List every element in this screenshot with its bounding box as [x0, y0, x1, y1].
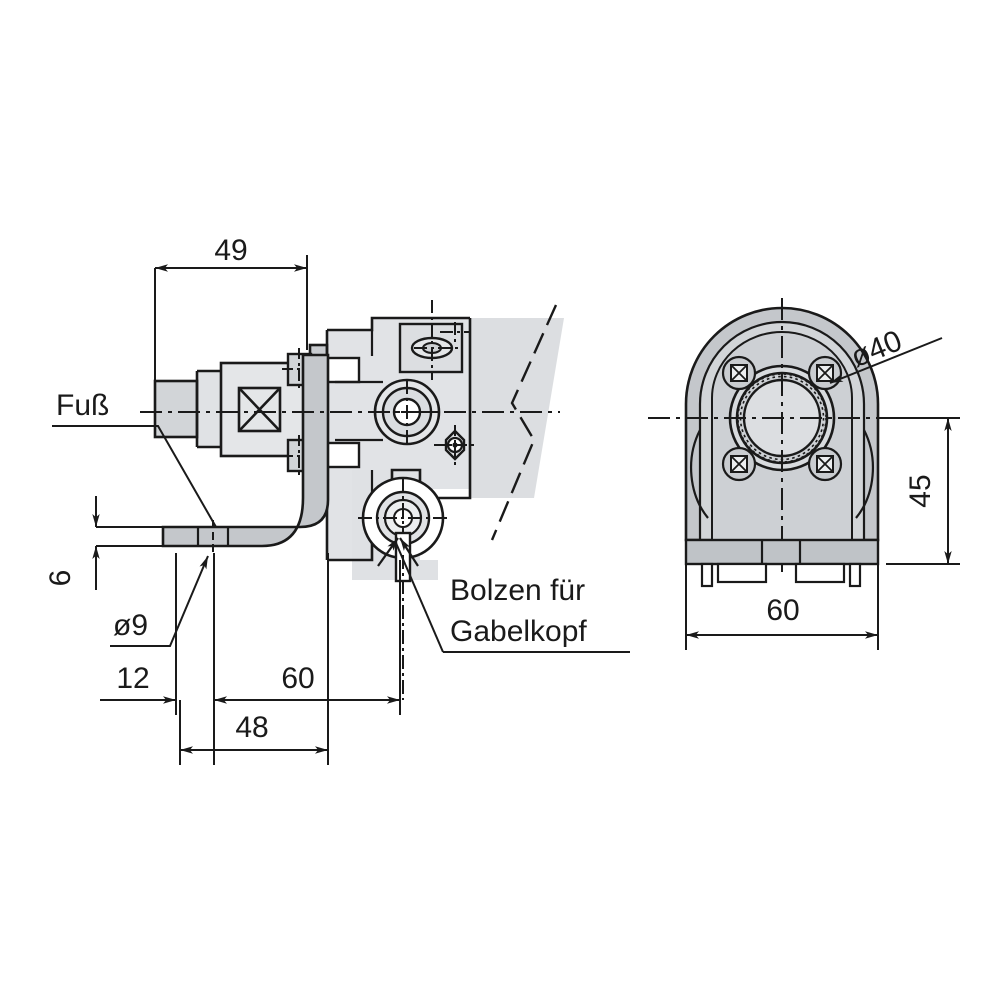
small-threaded-hole-centerlines: [434, 425, 477, 466]
dimension-60-front: [685, 564, 879, 650]
foot-hole-marks: [196, 527, 230, 546]
dimension-12-label: 12: [116, 662, 149, 695]
callout-clevis-label-line2: Gabelkopf: [450, 615, 587, 648]
dimension-6: [92, 496, 230, 590]
callout-bore40-leader: [829, 337, 943, 384]
dimension-row-12-60: [100, 553, 401, 765]
small-threaded-hole: [444, 429, 466, 461]
callout-foot-leader: [52, 425, 217, 528]
front-view: ø40 45 60: [648, 298, 960, 650]
bolt-head-top-right: [807, 355, 843, 391]
callout-bore9-label: ø9: [113, 609, 148, 642]
front-view-bolt-heads: [721, 355, 843, 482]
side-view: 49 6 12 60: [44, 234, 630, 765]
bolt-head-bottom-right: [807, 446, 843, 482]
section-break-line: [490, 304, 558, 541]
front-view-centerlines: [648, 298, 916, 572]
front-view-base-band: [684, 538, 880, 566]
dimension-45-label: 45: [904, 474, 937, 507]
port-block-bottom: [325, 441, 361, 469]
upper-bolt-boss-centerlines: [414, 300, 470, 380]
callout-bore40-label: ø40: [846, 324, 906, 374]
bolt-head-bottom-left: [721, 446, 757, 482]
dimension-49-label: 49: [214, 234, 247, 267]
front-view-side-reliefs: [689, 429, 875, 519]
dimension-60-front-label: 60: [766, 594, 799, 627]
front-view-mounting-lugs: [700, 562, 862, 588]
dimension-45: [886, 417, 960, 565]
dimension-48-label: 48: [235, 711, 268, 744]
port-block-top: [325, 356, 361, 384]
dimension-6-label: 6: [44, 570, 77, 587]
callout-clevis-leader: [395, 542, 630, 653]
callout-foot-label: Fuß: [56, 389, 109, 422]
callout-bore9-leader: [110, 555, 209, 647]
clevis-pin-arrow: [377, 537, 419, 567]
callout-clevis-label-line1: Bolzen für: [450, 574, 585, 607]
dimension-48: [179, 700, 328, 765]
foot-bracket: [161, 353, 330, 548]
dimension-49: [154, 255, 308, 395]
dimension-60-label: 60: [281, 662, 314, 695]
bolt-head-top-left: [721, 355, 757, 391]
square-socket-symbol: [237, 386, 282, 433]
